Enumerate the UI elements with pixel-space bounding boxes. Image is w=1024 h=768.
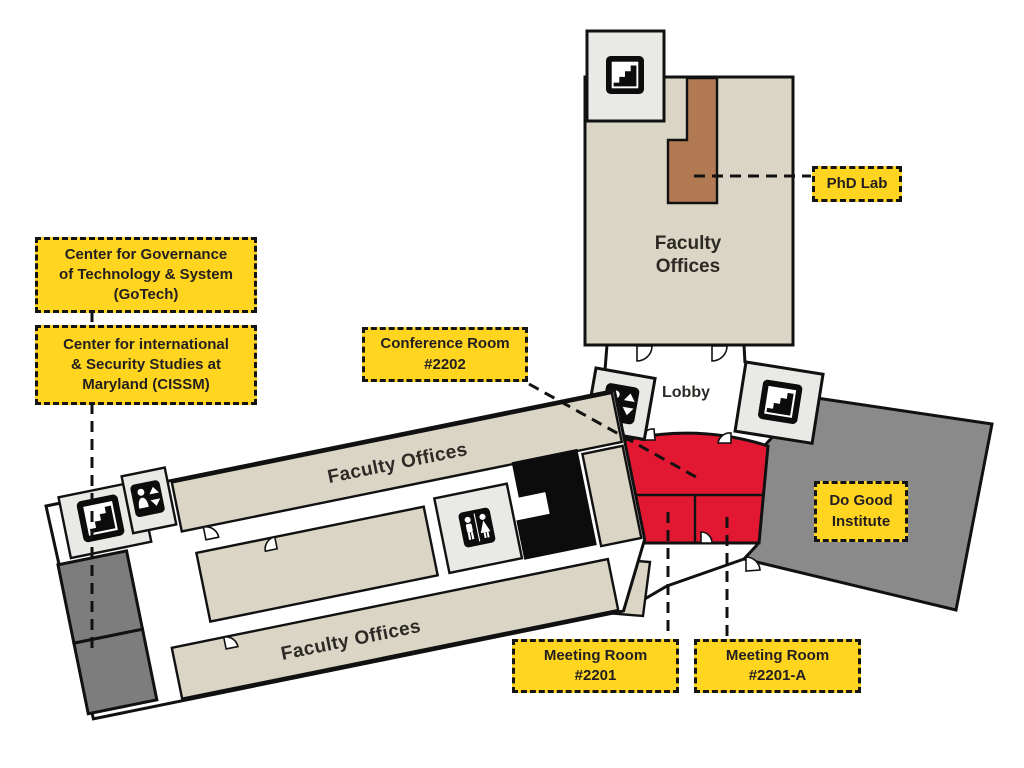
- label-gotech: Center for Governance of Technology & Sy…: [35, 237, 257, 313]
- connector-conference-2202: [528, 382, 697, 479]
- faculty-offices-strip-bottom: [170, 557, 620, 701]
- top-stairwell-room: [585, 29, 666, 123]
- label-meeting-2201: Meeting Room #2201: [512, 639, 679, 693]
- door-arc: [202, 525, 220, 541]
- door-arc: [745, 556, 761, 572]
- door-arc: [717, 432, 732, 444]
- faculty-offices-strip-top: [170, 391, 624, 533]
- east-office-room: [580, 444, 643, 548]
- phd-lab-room: [666, 76, 719, 205]
- stairs-icon: [606, 56, 644, 94]
- label-phd-lab: PhD Lab: [812, 166, 902, 202]
- door-arc: [264, 536, 279, 553]
- label-cissm: Center for international & Security Stud…: [35, 325, 257, 405]
- door-arc: [711, 345, 728, 362]
- label-conference-2202: Conference Room #2202: [362, 327, 528, 382]
- door-arc: [222, 636, 239, 650]
- middle-office-room: [194, 505, 440, 623]
- utility-shaft: [511, 448, 597, 560]
- lobby-wall-left: [603, 344, 609, 371]
- room-label-lobby: Lobby: [662, 384, 710, 401]
- stairs-icon: [75, 493, 126, 544]
- cissm-room: [72, 627, 159, 716]
- gotech-room: [56, 549, 145, 645]
- door-arc: [700, 531, 713, 544]
- label-do-good-institute: Do Good Institute: [814, 481, 908, 542]
- lobby-wall-right: [742, 344, 747, 364]
- label-meeting-2201a: Meeting Room #2201-A: [694, 639, 861, 693]
- left-faculty-building: Faculty Offices Faculty Offices: [44, 388, 647, 721]
- door-arc: [636, 345, 653, 362]
- stairs-icon: [757, 378, 804, 425]
- room-label-top-faculty: Faculty Offices: [654, 233, 722, 278]
- lobby-stair-bay: [733, 360, 825, 446]
